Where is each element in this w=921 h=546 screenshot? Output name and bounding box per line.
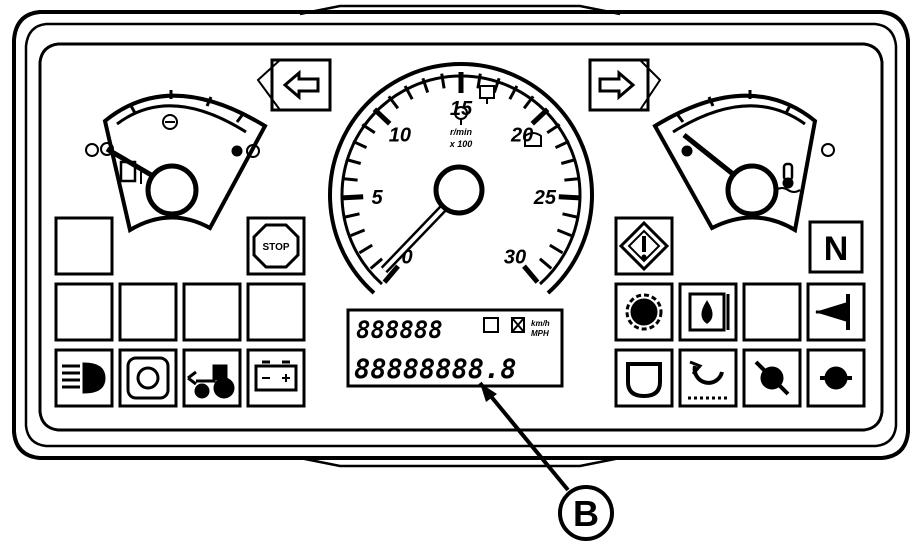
callout-label: B [573, 493, 599, 534]
neutral-label: N [824, 230, 849, 268]
neutral-icon: N [808, 220, 864, 274]
fuel-gauge [85, 90, 268, 234]
engine-oil-icon [614, 348, 674, 408]
tachometer-tick [382, 264, 400, 284]
tachometer-tick [421, 77, 430, 93]
tachometer-tick [530, 107, 550, 126]
callout-b: B [478, 381, 614, 541]
tachometer-tick [342, 194, 364, 201]
tachometer-tick [508, 85, 519, 100]
headlight-icon [54, 348, 114, 408]
left-turn-signal-icon [256, 58, 332, 112]
indicator-slot-blank-2 [54, 282, 114, 342]
tachometer-tick [554, 139, 570, 149]
battery-icon [246, 348, 306, 408]
indicator-slot-blank-6 [742, 282, 802, 342]
tachometer-tick [522, 95, 535, 110]
lcd-unit-mph: MPH [531, 329, 549, 338]
tachometer-tick [345, 158, 362, 165]
lcd-row1-digits: 888888 [356, 316, 443, 344]
engine-glow-icon [524, 132, 542, 147]
tachometer-tick [556, 228, 572, 237]
tachometer-scale-label: 25 [533, 187, 557, 209]
stop-label: STOP [262, 242, 289, 253]
fan-icon [806, 348, 866, 408]
fuel-pump-icon [119, 160, 142, 184]
tachometer-tick [558, 194, 580, 201]
tachometer-scale-label: 0 [401, 246, 412, 268]
park-brake-icon [678, 348, 738, 408]
master-warning-icon [614, 216, 674, 276]
tachometer-tick [361, 123, 376, 135]
indicator-slot-blank-3 [118, 282, 178, 342]
tachometer-tick [440, 73, 446, 89]
coolant-temperature-gauge [652, 90, 835, 234]
lcd-row2-digits: 88888888.8 [354, 354, 517, 385]
tachometer-tick [344, 212, 360, 219]
lcd-display: 888888 km/h MPH 88888888.8 [346, 308, 564, 388]
tractor-icon [182, 348, 242, 408]
glow-plug-icon [614, 282, 674, 342]
hydraulic-oil-icon [678, 282, 738, 342]
tachometer-tick [564, 177, 580, 182]
tachometer-tick [369, 257, 384, 270]
tachometer-tick [387, 95, 400, 110]
tachometer-tick [522, 264, 540, 284]
fan-off-icon [742, 348, 802, 408]
indicator-slot-blank-1 [54, 216, 114, 276]
right-turn-signal-icon [588, 58, 662, 112]
rpm-unit-symbol: r/min x 100 [449, 106, 473, 149]
transmission-icon [118, 348, 178, 408]
tachometer-tick [403, 85, 414, 100]
lcd-unit-kmh: km/h [531, 319, 550, 328]
tachometer-tick [342, 177, 358, 182]
tachometer: 0 5 10 15 20 25 30 r/min x 100 [328, 62, 594, 295]
tachometer-tick [372, 107, 392, 126]
indicator-slot-blank-4 [182, 282, 242, 342]
tachometer-tick [560, 158, 577, 165]
tachometer-tick [538, 257, 553, 270]
panel-bezel [12, 4, 910, 468]
tachometer-scale-label: 30 [504, 246, 526, 268]
tachometer-hub [433, 164, 485, 216]
tachometer-tick [546, 123, 561, 135]
tachometer-scale-label: 15 [450, 98, 473, 120]
lcd-segment-symbols [483, 317, 525, 333]
engine-stop-icon: STOP [246, 216, 306, 276]
tachometer-tick [352, 139, 368, 149]
rpm-multiplier-label: x 100 [449, 139, 473, 149]
tachometer-scale-label: 5 [372, 187, 384, 209]
thermometer-icon [775, 162, 801, 193]
rpm-unit-label: r/min [450, 127, 473, 137]
tachometer-tick [549, 243, 564, 255]
tachometer-tick [492, 77, 501, 93]
tachometer-ticks [342, 72, 580, 284]
tachometer-scale-label: 10 [389, 124, 411, 146]
tachometer-tick [350, 228, 366, 237]
tachometer-tick [476, 73, 482, 89]
tachometer-tick [562, 212, 578, 219]
oil-can-icon [479, 85, 495, 104]
indicator-slot-blank-5 [246, 282, 306, 342]
air-filter-icon [806, 282, 866, 342]
tachometer-scale-label: 20 [510, 124, 533, 146]
tachometer-tick [358, 243, 373, 255]
